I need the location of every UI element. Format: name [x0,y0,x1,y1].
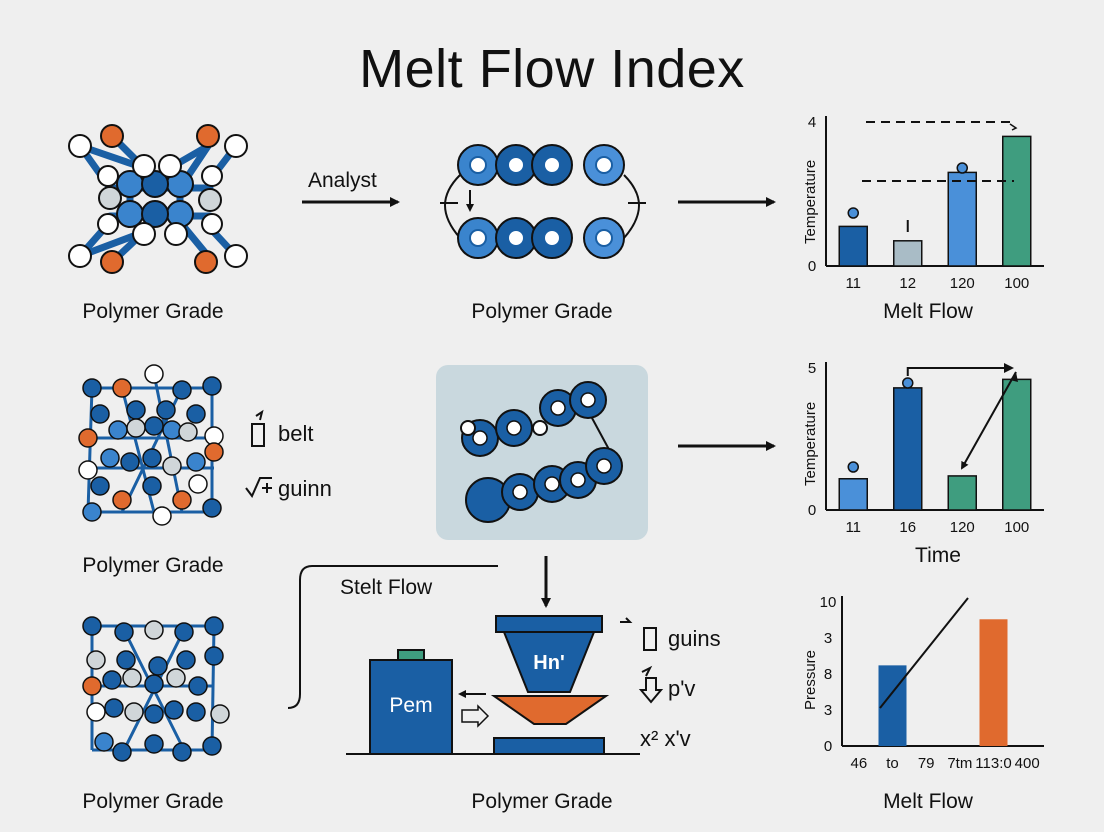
chart-2-ytick: 5 [808,360,816,377]
chart-3-xtick: to [886,755,899,772]
chart-1-bar [947,171,977,267]
exchange-arrows [458,690,490,728]
chart-3-xtick: 46 [850,755,867,772]
chart-2-xlabel: Time [915,544,961,567]
chart-2-xtick: 11 [845,519,861,536]
chart-2-bar [1002,378,1032,511]
chart-1-xtick: 11 [845,275,861,292]
chart-1-ytick: 4 [808,114,816,131]
down-arrow-outline-icon [638,665,664,704]
chart-2-xtick: 120 [950,519,975,536]
page-title: Melt Flow Index [359,39,745,99]
chart-2-marker [847,461,859,473]
press-label: Hn' [533,652,565,674]
chart-1-ytick: 0 [808,258,816,275]
chart-3-bar [979,619,1008,746]
caption-polymer-grade-3: Polymer Grade [82,554,224,577]
chart-1-xlabel: Melt Flow [883,300,973,323]
chart-1-xtick: 100 [1004,275,1029,292]
chart-3-ytick: 0 [824,738,832,755]
chart-2-bar [893,387,923,511]
chart-3-xlabel: Melt Flow [883,790,973,813]
legend-guinn: guinn [278,476,332,501]
chart-3-ytick: 3 [824,630,832,647]
chart-1-marker [956,162,968,174]
chart-1-ylabel: Temperature [802,159,819,244]
chart-3-ylabel: Pressure [802,649,819,710]
caption-polymer-grade-5: Polymer Grade [471,790,613,813]
chart-3-xtick: 7tm [947,755,972,772]
chart-3-trend-line [879,597,969,709]
chart-2-ylabel: Temperature [802,401,819,486]
chart-3-xtick: 113:0 [975,755,1011,772]
polymer-ring-chain [440,144,646,259]
chart-3-ytick: 10 [820,594,837,611]
chart-1-marker [847,207,859,219]
chart-2-bar [838,478,868,511]
chart-3-xtick: 400 [1015,755,1040,772]
chart-3-ytick: 8 [824,666,832,683]
chart-1-bar [893,240,923,267]
chart-3-ytick: 3 [824,702,832,719]
molecule-network-3 [82,616,230,762]
chart-1-bar [838,225,868,267]
chart-1-xtick: 120 [950,275,975,292]
chart-2-bar [947,475,977,511]
chart-3-xtick: 79 [918,755,935,772]
tube-icon [251,409,265,447]
chart-1-bar [1002,135,1032,267]
chart-2-xtick: 100 [1004,519,1029,536]
legend-xv: x² x'v [640,726,691,751]
chart-1-xtick: 12 [899,275,916,292]
chart-1-corner-mark [1009,123,1018,131]
flow-bracket [287,565,498,709]
chart-3-bar [878,665,907,746]
polymer-ring-chain-2 [460,381,623,523]
caption-polymer-grade-1: Polymer Grade [82,300,224,323]
flow-label: Stelt Flow [340,576,433,599]
chart-2-arrowhead-start [1010,372,1018,382]
tube-icon-2 [620,617,657,651]
chart-2-marker [902,377,914,389]
container-label: Pem [389,694,433,717]
arrow-label-analyst: Analyst [308,169,377,192]
caption-polymer-grade-2: Polymer Grade [471,300,613,323]
legend-pv: p'v [668,676,696,701]
chart-2-xtick: 16 [899,519,916,536]
chart-2-diagonal-arrow [961,371,1017,470]
caption-polymer-grade-4: Polymer Grade [82,790,224,813]
legend-belt: belt [278,421,314,446]
molecule-network-2 [78,364,224,526]
press-machine [490,615,610,755]
legend-guins: guins [668,626,721,651]
chart-2-ytick: 0 [808,502,816,519]
molecule-network-1-atoms [68,124,248,274]
container-tank [369,649,453,755]
chart-2-connector-arrow [906,363,1014,376]
sqrt-icon [245,477,272,498]
